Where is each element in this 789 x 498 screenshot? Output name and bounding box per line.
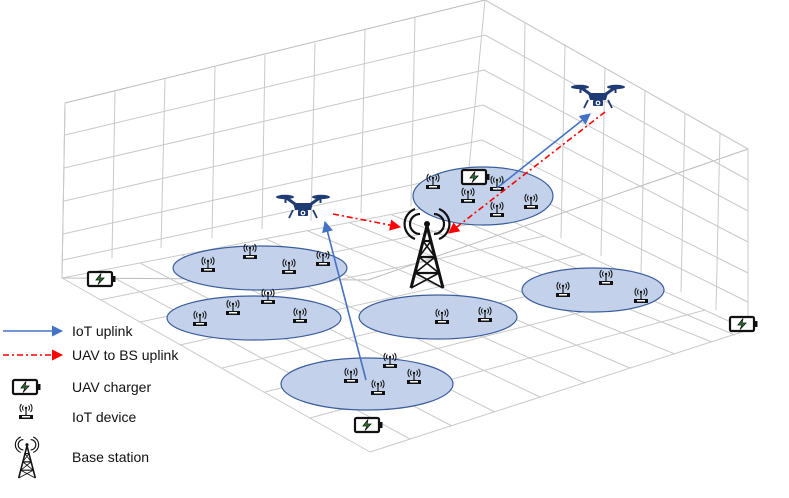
battery-charger-icon (353, 416, 384, 434)
cluster-left-top (172, 245, 348, 291)
legend: IoT uplink UAV to BS uplink UAV charger … (3, 323, 179, 479)
cell-tower-icon (403, 207, 451, 290)
battery-charger-icon (728, 315, 759, 333)
iot-device-icon (260, 288, 276, 305)
cluster-top-right (412, 166, 554, 226)
battery-charger-icon (460, 168, 491, 186)
cluster-left-middle (166, 295, 342, 341)
uav-bs-uplink-arrow (332, 213, 402, 231)
battery-charger-icon (86, 270, 117, 288)
legend-item-iot-device: IoT device (18, 403, 137, 425)
cluster-right (521, 267, 665, 313)
right-wall-grid (480, 0, 749, 330)
iot-device-icon (18, 403, 34, 420)
drone-icon (274, 193, 332, 220)
cluster-center (358, 294, 518, 340)
cell-tower-icon (14, 436, 40, 479)
legend-item-uav-bs-uplink: UAV to BS uplink (3, 347, 179, 363)
legend-label: IoT uplink (72, 323, 133, 339)
iot-device-icon (382, 352, 398, 369)
iot-clusters (166, 166, 665, 411)
back-wall-grid (61, 0, 750, 281)
legend-label: IoT device (72, 409, 137, 425)
links (322, 111, 606, 381)
grid (61, 0, 750, 453)
legend-label: Base station (72, 449, 149, 465)
drone-icon (569, 83, 627, 110)
iot-uplink-arrow (322, 220, 367, 381)
legend-label: UAV charger (72, 379, 151, 395)
legend-label: UAV to BS uplink (72, 347, 179, 363)
cluster-bottom (280, 357, 454, 411)
iot-uplink-arrow (496, 113, 591, 189)
legend-item-iot-uplink: IoT uplink (3, 323, 133, 339)
legend-item-uav-charger: UAV charger (11, 378, 151, 396)
uav-bs-uplink-arrow (448, 111, 606, 234)
legend-item-base-station: Base station (14, 436, 149, 479)
battery-charger-icon (11, 378, 42, 396)
